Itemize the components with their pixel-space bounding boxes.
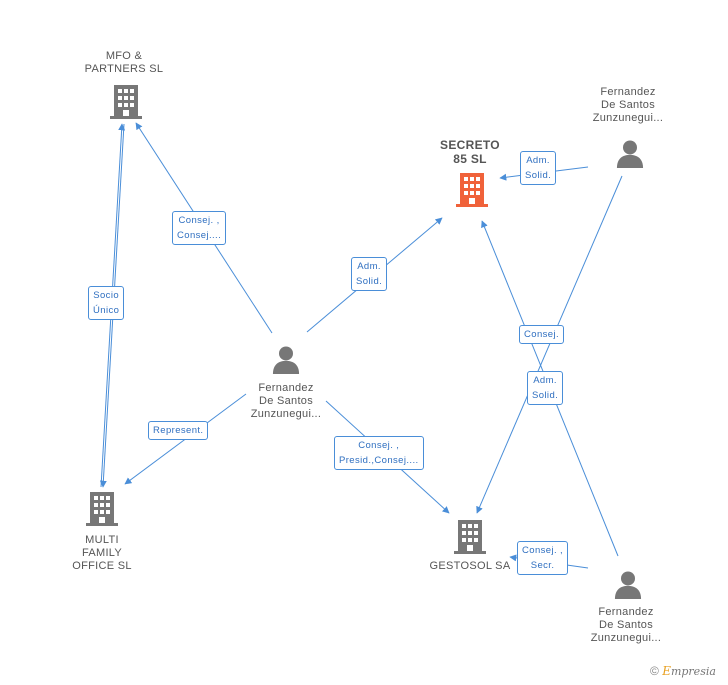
- edge-label-line: Consej. ,: [358, 440, 400, 451]
- edge-label-line: Consej.: [524, 329, 560, 340]
- mfo-building-icon[interactable]: [110, 85, 142, 119]
- edge-label-adm-solid-top[interactable]: Adm. Solid.: [520, 151, 557, 185]
- person-bottom-right-label-line: De Santos: [598, 619, 654, 631]
- edge-label-line: Adm.: [533, 375, 557, 386]
- secreto-label-line: 85 SL: [453, 152, 487, 166]
- person-top-right-icon[interactable]: [616, 140, 644, 168]
- edge-label-line: Único: [93, 305, 120, 316]
- edge-label-line: Solid.: [532, 390, 559, 401]
- brand-letter: E: [662, 664, 671, 678]
- secreto-label-line: SECRETO: [440, 138, 500, 152]
- person-bottom-right-label[interactable]: Fernandez De Santos Zunzunegui...: [574, 606, 678, 645]
- edge-label-line: Consej. ,: [522, 545, 564, 556]
- person-center-label[interactable]: Fernandez De Santos Zunzunegui...: [234, 382, 338, 421]
- edge-label-socio-unico[interactable]: Socio Único: [88, 286, 125, 320]
- edge-label-line: Consej....: [177, 230, 222, 241]
- gestosol-label[interactable]: GESTOSOL SA: [418, 560, 522, 573]
- person-top-right-label-line: Zunzunegui...: [592, 112, 664, 124]
- edge-label-line: Presid.,Consej....: [339, 455, 419, 466]
- edge-label-line: Socio: [93, 290, 120, 301]
- person-top-right-label-line: De Santos: [600, 99, 656, 111]
- secreto-label[interactable]: SECRETO 85 SL: [420, 138, 520, 166]
- edge-label-consej-right[interactable]: Consej.: [519, 325, 565, 344]
- mfo-label-line: PARTNERS SL: [84, 63, 164, 75]
- person-center-label-line: De Santos: [258, 395, 314, 407]
- person-top-right-label[interactable]: Fernandez De Santos Zunzunegui...: [576, 86, 680, 125]
- gestosol-building-icon[interactable]: [454, 520, 486, 554]
- edge-label-consej-secr[interactable]: Consej. , Secr.: [517, 541, 569, 575]
- edge-label-consej-mfo[interactable]: Consej. , Consej....: [172, 211, 227, 245]
- mfo-label[interactable]: MFO & PARTNERS SL: [72, 50, 176, 76]
- person-center-icon[interactable]: [272, 346, 300, 374]
- edge-label-consej-presid[interactable]: Consej. , Presid.,Consej....: [334, 436, 424, 470]
- gestosol-label-line: GESTOSOL SA: [429, 560, 511, 572]
- edge-label-line: Adm.: [526, 155, 550, 166]
- person-bottom-right-label-line: Zunzunegui...: [590, 632, 662, 644]
- person-center-label-line: Fernandez: [258, 382, 314, 394]
- secreto-building-icon[interactable]: [456, 173, 488, 207]
- edge-label-line: Secr.: [530, 560, 555, 571]
- empresia-logo: © Empresia: [650, 664, 716, 678]
- edge-label-adm-solid-center[interactable]: Adm. Solid.: [351, 257, 388, 291]
- multi-label-line: OFFICE SL: [72, 560, 132, 572]
- person-center-label-line: Zunzunegui...: [250, 408, 322, 420]
- edge-label-line: Consej. ,: [178, 215, 220, 226]
- copyright-symbol: ©: [650, 664, 659, 678]
- multi-label-line: MULTI: [85, 534, 119, 546]
- edge-label-line: Represent.: [153, 425, 204, 436]
- edge-label-line: Solid.: [525, 170, 552, 181]
- edge-label-adm-solid-right[interactable]: Adm. Solid.: [527, 371, 564, 405]
- person-bottom-right-icon[interactable]: [614, 571, 642, 599]
- edge-label-line: Solid.: [356, 276, 383, 287]
- person-bottom-right-label-line: Fernandez: [598, 606, 654, 618]
- edge-label-line: Adm.: [357, 261, 381, 272]
- edge-label-represent[interactable]: Represent.: [148, 421, 209, 440]
- multi-building-icon[interactable]: [86, 492, 118, 526]
- brand-name: mpresia: [670, 665, 716, 678]
- edge-person-top-right-to-gestosol: [476, 175, 623, 514]
- edges: [99, 122, 623, 569]
- person-top-right-label-line: Fernandez: [600, 86, 656, 98]
- mfo-label-line: MFO &: [105, 50, 143, 62]
- multi-label-line: FAMILY: [81, 547, 123, 559]
- multi-label[interactable]: MULTI FAMILY OFFICE SL: [50, 534, 154, 573]
